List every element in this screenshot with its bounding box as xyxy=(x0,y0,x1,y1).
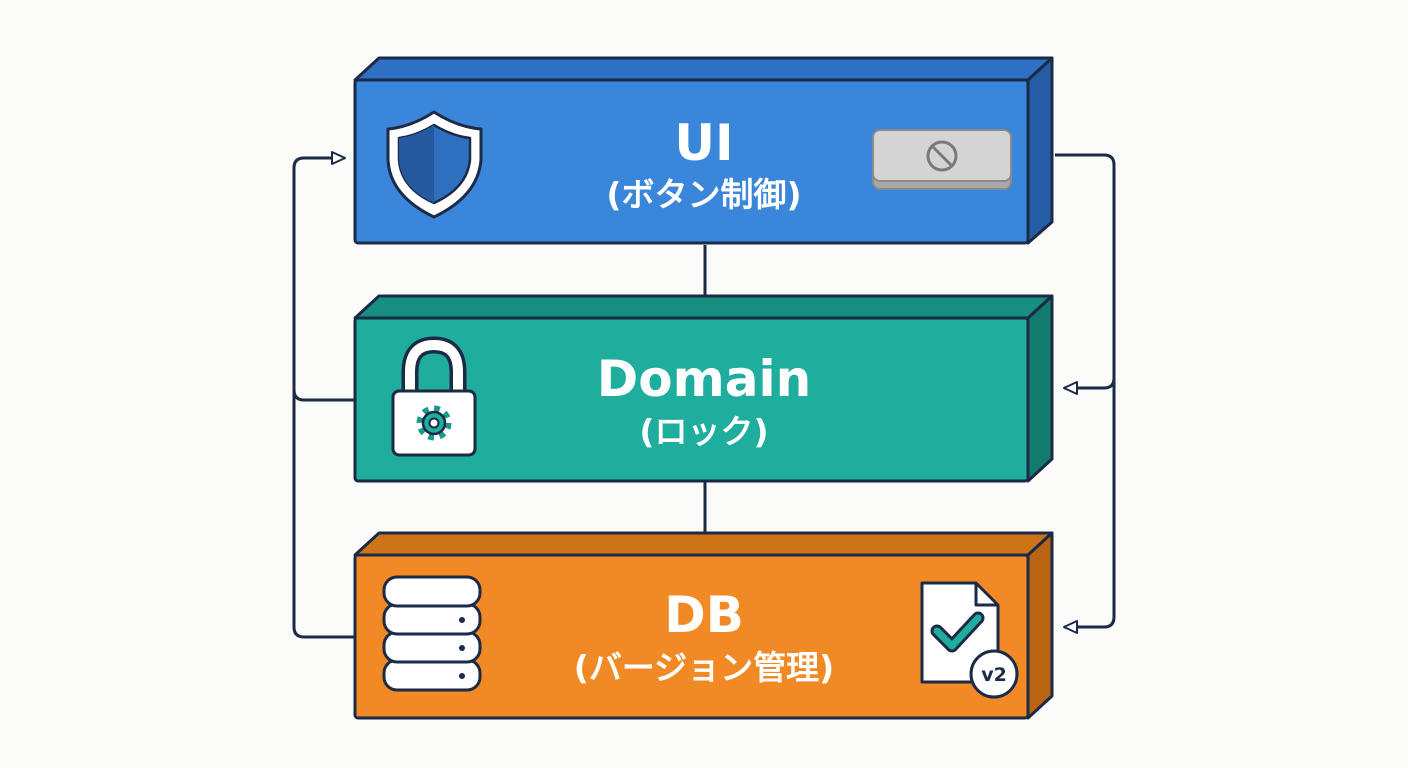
right-flow-to-db xyxy=(1063,378,1116,634)
layer-db-front-face xyxy=(353,553,1030,720)
layer-db-top-face xyxy=(353,531,1054,557)
right-flow-to-domain xyxy=(1055,153,1116,395)
left-feedback-from-domain xyxy=(292,151,355,402)
left-feedback-from-db xyxy=(292,390,355,639)
layer-db-subtitle: (バージョン管理) xyxy=(574,648,835,687)
disabled-button-icon xyxy=(872,129,1012,190)
layer-domain-top-face xyxy=(353,294,1054,320)
layer-ui-subtitle: (ボタン制御) xyxy=(606,175,801,214)
shield-icon xyxy=(386,110,483,219)
lock-gear-icon xyxy=(391,336,477,457)
versioned-document-icon: v2 xyxy=(920,581,1019,699)
version-badge xyxy=(969,649,1019,699)
layer-ui-title: UI xyxy=(674,114,733,172)
version-badge-label: v2 xyxy=(981,664,1007,686)
layer-ui: UI (ボタン制御) xyxy=(353,56,1054,245)
layer-ui-top-face xyxy=(353,56,1054,82)
layer-domain: Domain (ロック) xyxy=(353,294,1054,483)
layer-db-side-face xyxy=(1026,531,1054,720)
connectors xyxy=(292,151,1116,639)
layer-domain-side-face xyxy=(1026,294,1054,483)
layer-ui-side-face xyxy=(1026,56,1054,245)
layer-domain-subtitle: (ロック) xyxy=(639,412,768,451)
layer-ui-front-face xyxy=(353,78,1030,245)
layer-db: DB (バージョン管理) v2 xyxy=(353,531,1054,720)
layer-domain-title: Domain xyxy=(597,350,811,408)
layer-db-title: DB xyxy=(664,586,744,644)
layer-domain-front-face xyxy=(353,316,1030,483)
database-icon xyxy=(382,575,482,692)
